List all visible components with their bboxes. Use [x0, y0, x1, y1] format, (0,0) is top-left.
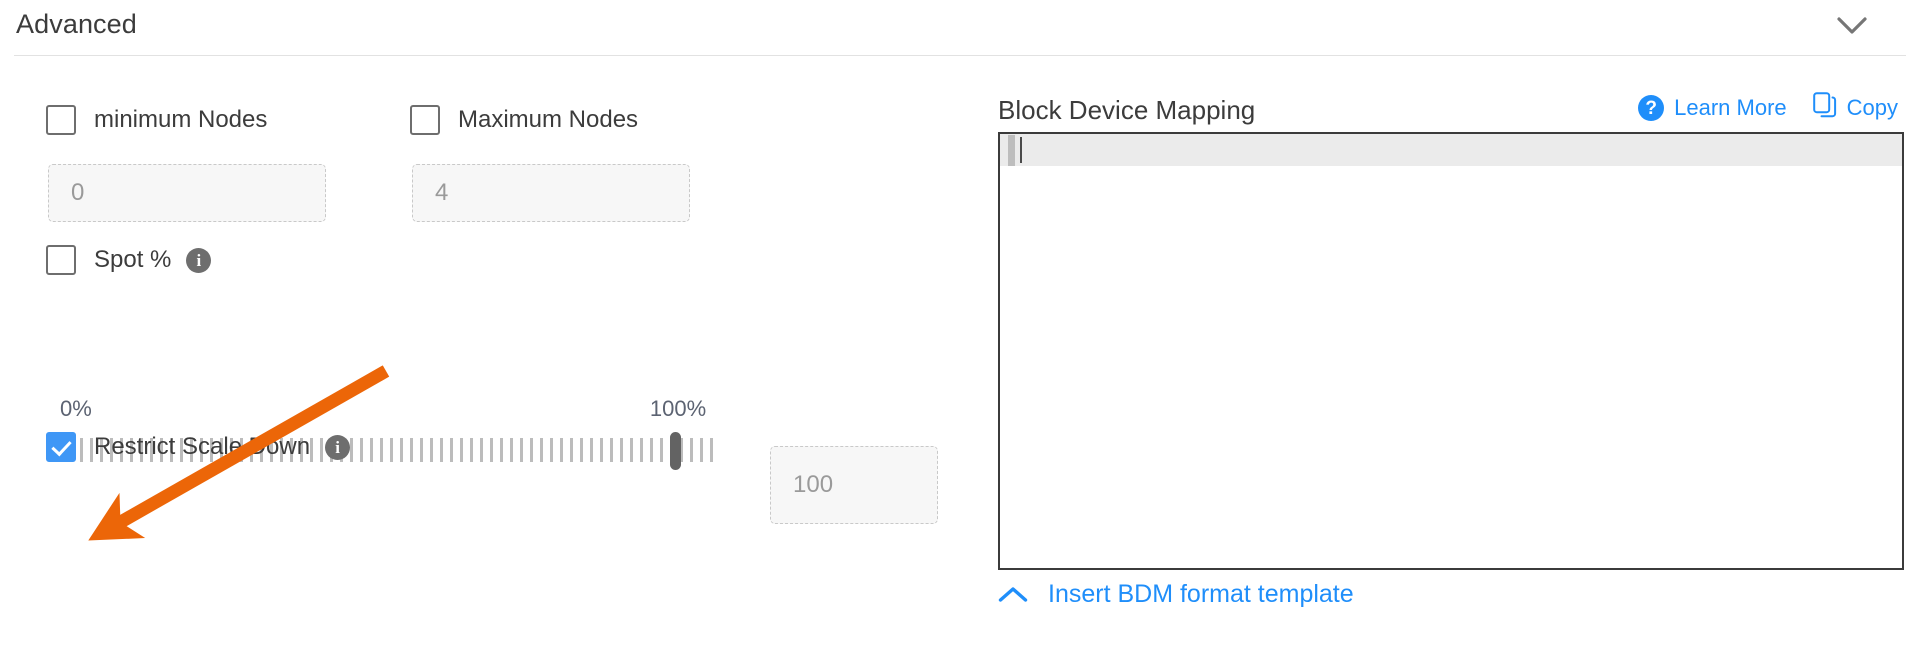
maximum-nodes-label: Maximum Nodes: [458, 106, 639, 133]
insert-bdm-template-link[interactable]: Insert BDM format template: [998, 580, 1354, 609]
learn-more-link[interactable]: ? Learn More: [1638, 95, 1787, 121]
scaling-options-column: minimum Nodes Maximum Nodes 0 4 Spot % i…: [0, 56, 960, 656]
block-device-mapping-title: Block Device Mapping: [998, 95, 1256, 125]
restrict-scale-down-checkbox[interactable]: [46, 432, 76, 462]
maximum-nodes-checkbox[interactable]: [410, 105, 440, 135]
editor-active-line: [1000, 134, 1902, 166]
maximum-nodes-checkbox-row[interactable]: Maximum Nodes: [410, 105, 638, 135]
header-divider: [14, 55, 1906, 56]
minimum-nodes-checkbox-row[interactable]: minimum Nodes: [46, 105, 267, 135]
block-device-mapping-column: Block Device Mapping ? Learn More Copy: [960, 56, 1920, 656]
spot-percent-label: Spot %: [94, 246, 172, 273]
copy-icon: [1812, 92, 1837, 124]
slider-min-label: 0%: [60, 396, 92, 421]
editor-gutter-marker: [1008, 135, 1015, 166]
spot-percent-info-icon[interactable]: i: [186, 247, 212, 273]
restrict-scale-down-checkbox-row[interactable]: Restrict Scale Down i: [46, 432, 351, 462]
editor-caret: [1020, 137, 1022, 163]
insert-bdm-template-label: Insert BDM format template: [1048, 580, 1354, 608]
chevron-up-icon: [998, 586, 1028, 603]
restrict-scale-down-info-icon[interactable]: i: [325, 434, 351, 460]
learn-more-label: Learn More: [1674, 95, 1787, 120]
spot-percent-checkbox[interactable]: [46, 245, 76, 275]
spot-percent-checkbox-row[interactable]: Spot % i: [46, 245, 212, 275]
section-header: Advanced: [0, 0, 1920, 56]
slider-max-label: 100%: [649, 396, 707, 421]
page-title: Advanced: [16, 9, 137, 39]
copy-label: Copy: [1846, 95, 1898, 120]
slider-thumb[interactable]: [670, 432, 681, 470]
copy-button[interactable]: Copy: [1812, 92, 1898, 124]
chevron-down-icon[interactable]: [1832, 6, 1872, 46]
help-circle-icon: ?: [1638, 95, 1665, 121]
spot-percent-value-input[interactable]: 100: [770, 446, 938, 524]
minimum-nodes-checkbox[interactable]: [46, 105, 76, 135]
restrict-scale-down-label: Restrict Scale Down: [94, 433, 311, 460]
minimum-nodes-input[interactable]: 0: [48, 164, 326, 222]
minimum-nodes-label: minimum Nodes: [94, 106, 268, 133]
bdm-code-editor[interactable]: [998, 132, 1904, 570]
bdm-header-actions: ? Learn More Copy: [1638, 92, 1898, 124]
maximum-nodes-input[interactable]: 4: [412, 164, 690, 222]
